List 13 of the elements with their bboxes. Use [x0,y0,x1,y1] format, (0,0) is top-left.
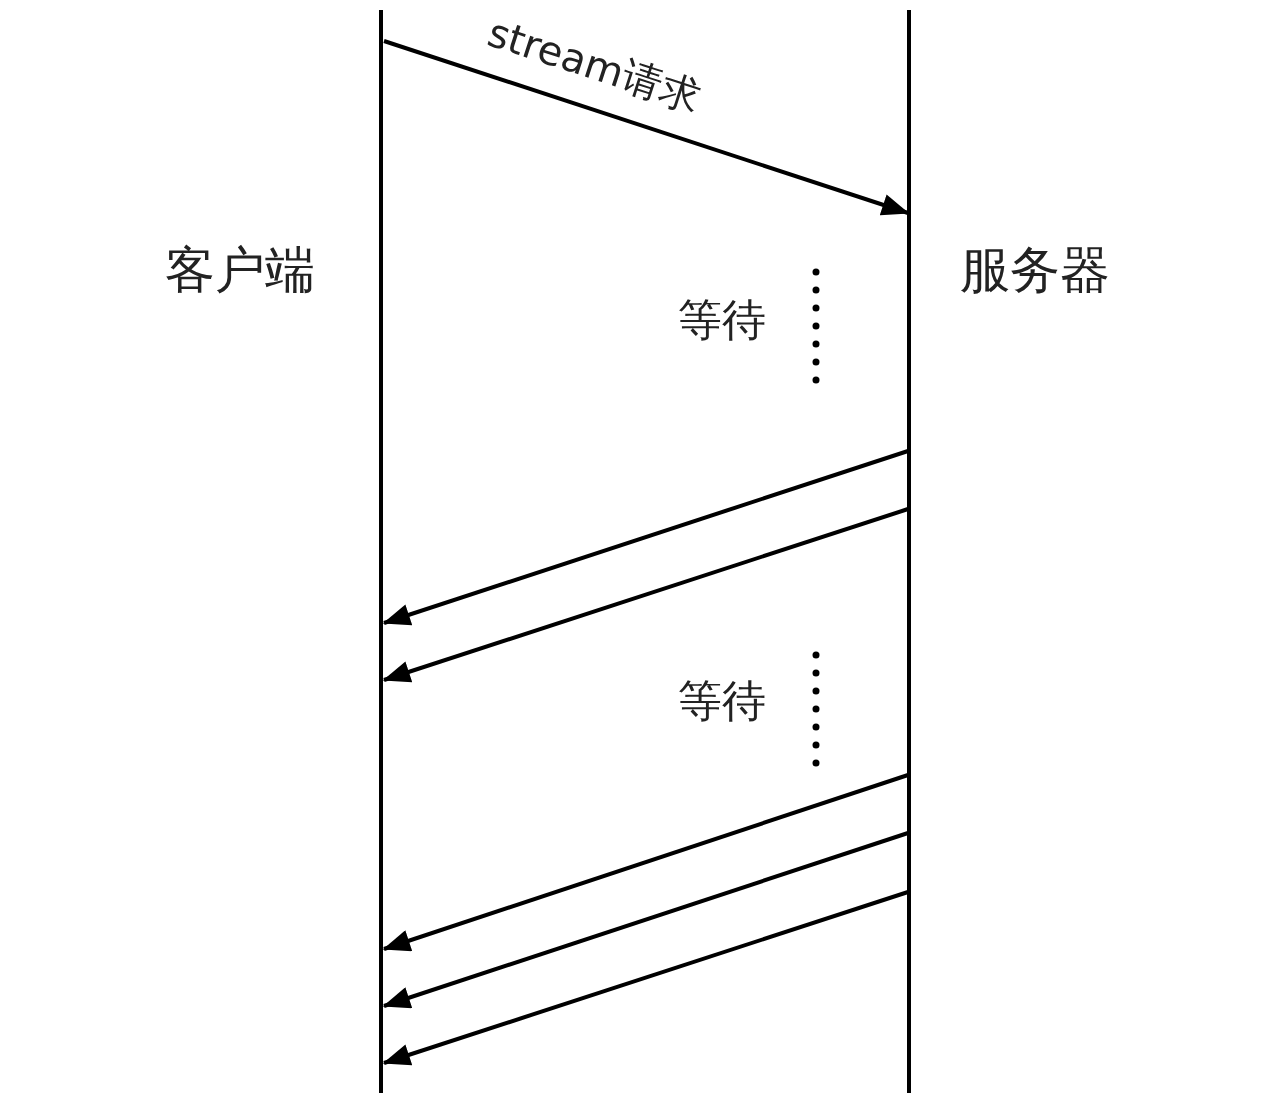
wait-label: 等待 [678,674,766,728]
arrow [382,890,909,1066]
lifeline [379,10,383,1093]
wait-label: 等待 [678,293,766,347]
arrow [382,773,909,952]
participant-label: 服务器 [959,240,1111,301]
lifeline [907,10,911,1093]
arrow [383,39,910,216]
edge-label: stream请求 [482,8,707,122]
arrow [382,831,909,1009]
arrow [382,449,909,626]
arrow [382,507,909,683]
participant-label: 客户端 [164,240,316,301]
